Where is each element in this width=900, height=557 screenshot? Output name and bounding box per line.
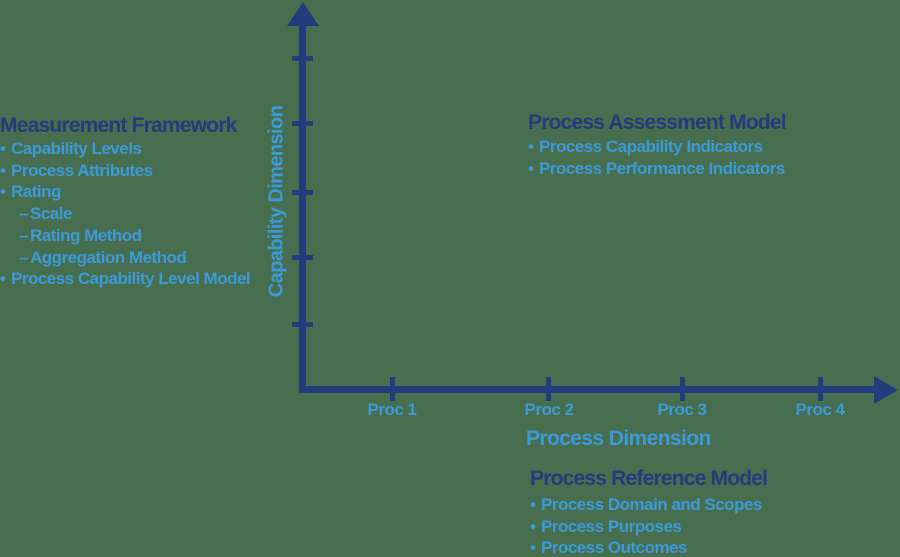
list-item-text: Rating Method	[30, 225, 142, 245]
process-reference-model-list: •Process Domain and Scopes •Process Purp…	[530, 494, 762, 557]
list-item: • Process Domain and Scopes	[530, 494, 762, 516]
bullet-icon: •	[530, 495, 536, 514]
x-tick-label-proc2: Proc 2	[524, 400, 574, 419]
x-tick-label-proc4: Proc 4	[795, 400, 845, 419]
list-item-text: Process Purposes	[541, 516, 682, 536]
list-item-text: Capability Levels	[11, 139, 142, 158]
x-axis-tick	[818, 377, 823, 401]
process-reference-model-title: Process Reference Model	[530, 467, 768, 490]
list-item: • Process Outcomes	[530, 537, 762, 557]
list-item-text: Scale	[30, 204, 72, 224]
y-axis-tick	[292, 121, 313, 126]
bullet-icon: •	[0, 139, 6, 158]
y-axis-tick	[292, 255, 313, 260]
y-axis-tick	[292, 190, 313, 195]
x-tick-label-proc1: Proc 1	[367, 400, 417, 419]
measurement-framework-title: Measurement Framework	[0, 114, 237, 137]
list-item-text: Process Capability Level Model	[11, 269, 251, 289]
y-axis-tick	[292, 322, 313, 327]
x-axis-tick	[680, 377, 685, 401]
list-item: •Process Performance Indicators	[528, 158, 785, 180]
list-item: • Process Capability Indicators	[528, 136, 785, 158]
list-item-text: Process Outcomes	[541, 538, 688, 557]
bullet-icon: •	[0, 160, 6, 180]
dash-icon: –	[19, 225, 28, 245]
list-item-text: Process Attributes	[11, 160, 153, 180]
bullet-icon: •	[528, 158, 534, 178]
bullet-icon: •	[528, 137, 534, 156]
y-axis-arrow-icon	[287, 2, 319, 26]
bullet-icon: •	[0, 269, 6, 289]
x-axis-line	[299, 386, 877, 393]
list-item: • Capability Levels	[0, 138, 250, 160]
dash-icon: –	[19, 247, 28, 267]
bullet-icon: •	[530, 516, 536, 536]
process-assessment-model-list: •Process Capability Indicators •Process …	[528, 136, 785, 179]
list-subitem: –Aggregation Method	[0, 247, 250, 269]
bullet-icon: •	[530, 538, 536, 557]
list-item: •Process Attributes	[0, 160, 250, 182]
x-axis-arrow-icon	[874, 376, 898, 404]
list-subitem: –Scale	[0, 203, 250, 225]
list-item: •Process Capability Level Model	[0, 268, 251, 290]
x-axis-tick	[546, 377, 551, 401]
list-subitem: –Rating Method	[0, 225, 250, 247]
dash-icon: –	[19, 204, 28, 224]
list-item: •Rating	[0, 181, 250, 203]
list-item-text: Rating	[11, 182, 61, 202]
x-axis-label: Process Dimension	[526, 427, 711, 450]
list-item-text: Process Performance Indicators	[539, 158, 785, 178]
process-assessment-model-title: Process Assessment Model	[528, 111, 787, 134]
bullet-icon: •	[0, 182, 6, 202]
x-tick-label-proc3: Proc 3	[657, 400, 707, 419]
y-axis-tick	[292, 56, 313, 61]
list-item: •Process Purposes	[530, 516, 762, 538]
y-axis-line	[299, 20, 306, 392]
list-item-text: Process Capability Indicators	[539, 137, 763, 156]
y-axis-label: Capability Dimension	[265, 105, 288, 298]
x-axis-tick	[390, 377, 395, 401]
list-item-text: Process Domain and Scopes	[541, 495, 762, 514]
measurement-framework-list: •Capability Levels •Process Attributes •…	[0, 138, 251, 290]
list-item-text: Aggregation Method	[30, 247, 187, 267]
